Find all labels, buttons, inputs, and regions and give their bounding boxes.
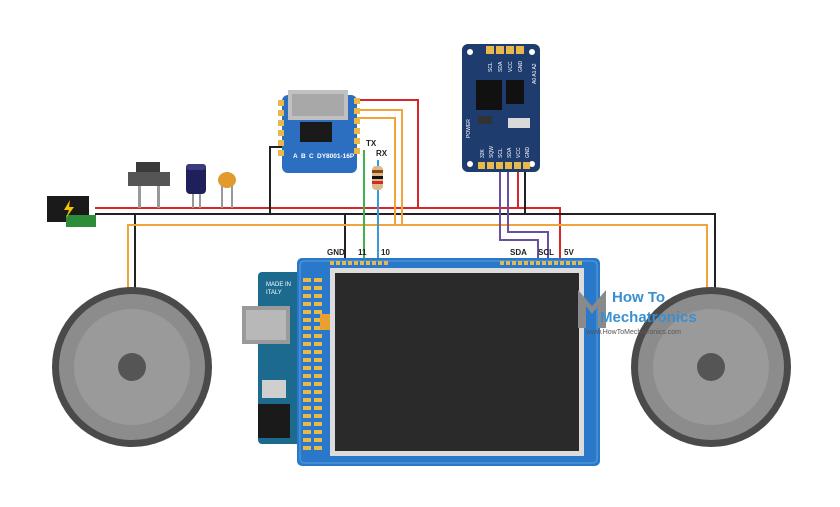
tx-label: TX — [366, 139, 377, 148]
mp3-module: A B C DY8001-16P — [278, 90, 360, 173]
rtc-top-pin-scl: SCL — [488, 62, 494, 72]
rtc-bottom-pin-labels: 32K SQW SCL SDA VCC GND — [480, 146, 531, 158]
logo-mechatronics: Mechatronics — [600, 309, 697, 326]
rtc-pin-sqw: SQW — [489, 146, 495, 158]
wire-red-up-to-mp3 — [357, 99, 419, 208]
rtc-pin-scl: SCL — [498, 148, 504, 158]
rtc-pin-sda: SDA — [507, 147, 513, 158]
rtc-bottom-header — [478, 162, 530, 169]
dc-barrel-connector — [258, 404, 290, 438]
mp3-model-label: DY8001-16P — [317, 153, 355, 160]
wire-orange-rail — [127, 224, 708, 290]
mp3-left-pins — [278, 100, 284, 156]
pin-11-label: 11 — [358, 248, 367, 257]
wires — [95, 99, 716, 290]
tft-shield — [297, 258, 600, 466]
rtc-pin-gnd: GND — [525, 147, 531, 159]
logo-m-icon — [578, 290, 606, 328]
country-label: ITALY — [266, 290, 282, 296]
rtc-top-pin-labels: SCL SDA VCC GND — [488, 61, 524, 73]
gnd-label: GND — [327, 248, 345, 257]
rtc-top-header — [486, 46, 524, 54]
rtc-module: SCL SDA VCC GND POWER A0 A1 A2 32K SQW S… — [462, 44, 540, 172]
wire-red-rail — [95, 207, 561, 258]
wire-purple-scl — [507, 168, 549, 258]
mp3-right-pins — [354, 98, 360, 154]
howtomechatronics-logo: How To Mechatronics www.HowToMechatronic… — [578, 289, 697, 336]
shield-component — [320, 314, 330, 330]
right-speaker — [631, 287, 791, 447]
resistor — [372, 166, 383, 190]
power-switch — [128, 162, 170, 208]
rtc-top-pin-sda: SDA — [498, 61, 504, 72]
left-speaker — [52, 287, 212, 447]
scl-label: SCL — [538, 248, 554, 257]
sda-label: SDA — [510, 248, 527, 257]
lightning-icon — [64, 200, 74, 218]
rtc-chip — [476, 80, 502, 110]
rtc-top-pin-vcc: VCC — [508, 61, 514, 72]
wire-purple-sda — [499, 168, 539, 258]
ceramic-capacitor — [218, 172, 236, 208]
pin-10-label: 10 — [381, 248, 390, 257]
rtc-top-pin-gnd: GND — [518, 61, 524, 73]
rtc-pin-vcc: VCC — [516, 147, 522, 158]
shield-side-header — [303, 278, 322, 450]
made-in-label: MADE IN — [266, 282, 291, 288]
logo-how-to: How To — [612, 289, 665, 306]
electrolytic-capacitor — [186, 164, 206, 208]
mp3-pin-c: C — [309, 153, 314, 160]
rx-label: RX — [376, 149, 388, 158]
dc-power-jack — [47, 196, 96, 227]
5v-label: 5V — [564, 248, 574, 257]
logo-website: www.HowToMechatronics.com — [585, 329, 681, 336]
wire-orange-mp3-b — [357, 109, 403, 225]
shield-top-header — [330, 261, 582, 265]
mp3-pin-b: B — [301, 153, 306, 160]
rtc-address-label: A0 A1 A2 — [532, 63, 538, 84]
wire-black-rail — [95, 213, 716, 290]
mp3-pin-a: A — [293, 153, 298, 160]
tft-screen — [335, 273, 579, 451]
eeprom-chip — [506, 80, 524, 104]
wire-orange-mp3 — [357, 117, 396, 225]
rtc-pin-32k: 32K — [480, 148, 486, 158]
rtc-power-label: POWER — [466, 119, 472, 138]
